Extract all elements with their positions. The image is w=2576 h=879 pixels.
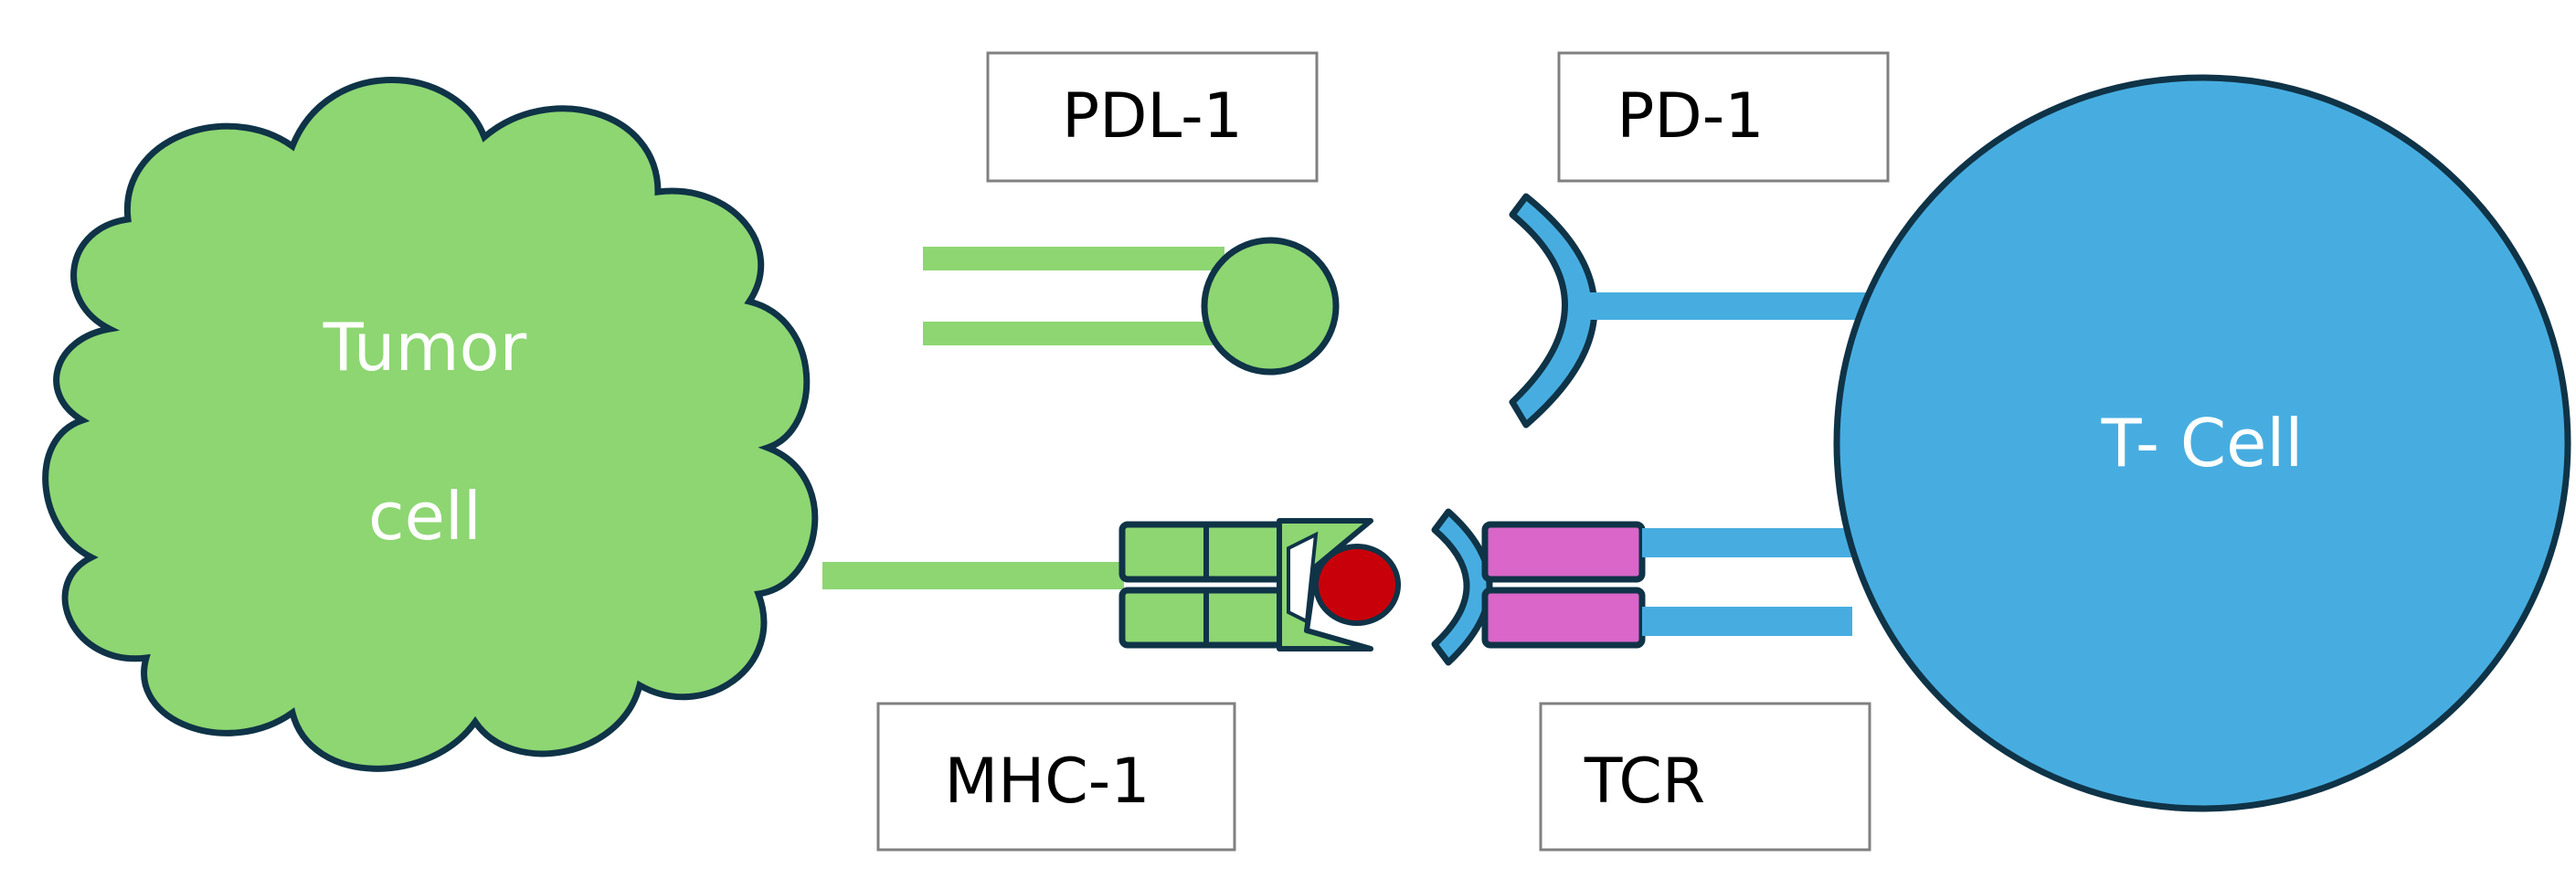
mhc1-label: MHC-1 — [944, 746, 1150, 818]
pdl1-label: PDL-1 — [1062, 80, 1243, 153]
tumor-cell: Tumor cell — [42, 77, 819, 772]
pd1-label-frame — [1557, 51, 1890, 183]
tcr-cup — [1431, 508, 1493, 666]
mhc1-label-box: MHC-1 — [876, 702, 1236, 852]
tcr-label: TCR — [1584, 746, 1705, 818]
pdl1-label-frame — [986, 51, 1319, 183]
pd1-receptor — [1509, 193, 1887, 429]
tcr-block-top — [1481, 521, 1646, 583]
mhc1-complex — [822, 518, 1401, 651]
t-cell-label: T- Cell — [2101, 405, 2304, 482]
tumor-cell-label-line2: cell — [368, 478, 482, 555]
pdl1-ligand-head — [1201, 237, 1340, 376]
pd1-cup — [1509, 193, 1598, 429]
mhc1-stalk — [822, 562, 1124, 589]
pd1-label: PD-1 — [1617, 80, 1764, 153]
pd1-label-box: PD-1 — [1557, 51, 1890, 183]
tumor-cell-body — [42, 77, 819, 772]
tcr-block-bottom — [1481, 587, 1646, 649]
t-cell: T- Cell — [1833, 74, 2571, 812]
tcr-label-frame — [1539, 702, 1871, 852]
tcr-label-box: TCR — [1539, 702, 1871, 852]
pdl1-ligand — [923, 237, 1340, 376]
tcr-stalk-upper — [1642, 528, 1852, 557]
mhc1-groove-notch — [1287, 531, 1319, 625]
pdl1-stalk-upper — [923, 247, 1224, 270]
pdl1-label-box: PDL-1 — [986, 51, 1319, 183]
tumor-cell-label-line1: Tumor — [323, 309, 527, 386]
tcr-stalk-lower — [1642, 607, 1852, 636]
antigen-peptide — [1313, 544, 1401, 626]
pd1-stalk — [1585, 292, 1887, 320]
tcr-receptor — [1431, 508, 1852, 666]
pdl1-stalk-lower — [923, 322, 1224, 345]
t-cell-body — [1833, 74, 2571, 812]
mhc1-label-frame — [876, 702, 1236, 852]
